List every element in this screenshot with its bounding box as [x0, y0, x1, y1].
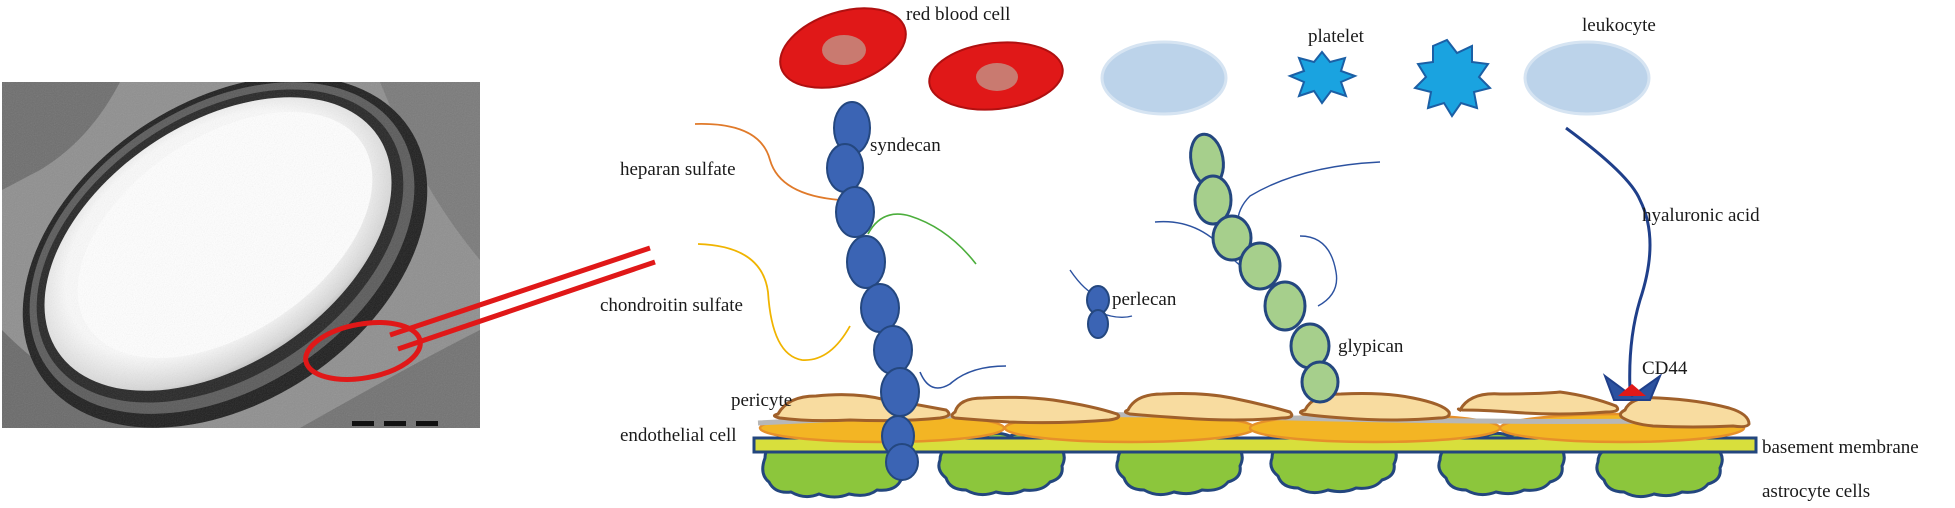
- basement-membrane: [752, 436, 1758, 454]
- label-basement-membrane: basement membrane: [1762, 437, 1919, 458]
- pale-cell: [1100, 40, 1228, 116]
- label-leukocyte: leukocyte: [1582, 15, 1656, 36]
- perlecan: [1069, 269, 1133, 339]
- magnifier-callout: [303, 245, 656, 382]
- label-glypican: glypican: [1338, 336, 1404, 357]
- label-chondroitin-sulfate: chondroitin sulfate: [600, 295, 743, 316]
- chondroitin-sulfate-chain: [697, 243, 851, 361]
- label-hyaluronic-acid: hyaluronic acid: [1642, 205, 1760, 226]
- red-blood-cell-2: [928, 41, 1064, 111]
- micrograph-image: [2, 82, 480, 428]
- pericytes: [773, 390, 1751, 429]
- glypican-chain-blue-2: [1236, 161, 1381, 239]
- syndecan-chain: [826, 101, 920, 481]
- hyaluronic-acid-chain: [1565, 126, 1652, 391]
- green-chain: [867, 213, 977, 265]
- red-blood-cell-1: [779, 7, 907, 89]
- label-red-blood-cell: red blood cell: [906, 4, 1010, 25]
- label-astrocyte-cells: astrocyte cells: [1762, 481, 1870, 502]
- blue-chain-syndecan: [919, 365, 1007, 389]
- cd44-receptor: [1602, 373, 1663, 401]
- glypican-chain-blue-3: [1299, 235, 1338, 307]
- label-cd44: CD44: [1642, 358, 1688, 379]
- label-platelet: platelet: [1308, 26, 1365, 47]
- label-heparan-sulfate: heparan sulfate: [620, 159, 736, 180]
- heparan-sulfate-chain: [694, 123, 841, 201]
- platelet-icon-2: [1413, 38, 1492, 118]
- label-endothelial-cell: endothelial cell: [620, 425, 737, 446]
- glypican-chain: [1189, 132, 1340, 404]
- leukocyte-icon: [1523, 40, 1651, 116]
- label-pericyte: pericyte: [731, 390, 792, 411]
- label-perlecan: perlecan: [1112, 289, 1177, 310]
- platelet-icon: [1287, 50, 1358, 105]
- label-syndecan: syndecan: [870, 135, 941, 156]
